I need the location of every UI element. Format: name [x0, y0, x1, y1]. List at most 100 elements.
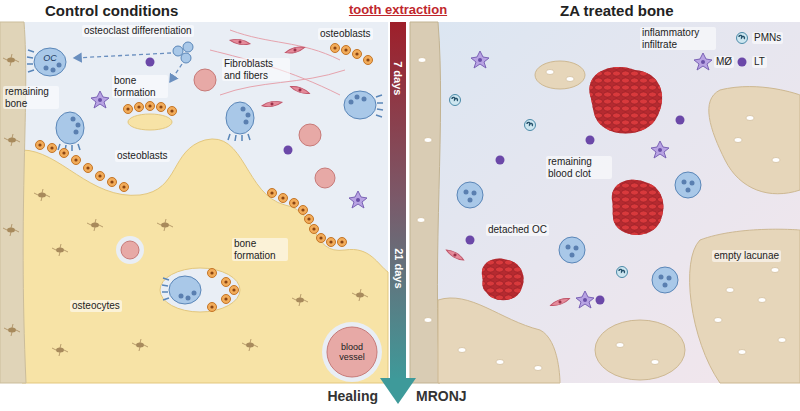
detached-osteoclast — [457, 182, 483, 208]
time-label: 21 days — [392, 248, 405, 288]
necrotic-bone — [709, 87, 800, 194]
blood-clot — [612, 180, 664, 235]
fibroblast — [445, 248, 465, 262]
detached-osteoclast — [675, 172, 701, 198]
blood-vessel — [299, 124, 321, 146]
tissue-label: remaining bone — [3, 86, 59, 109]
blood-clot — [589, 67, 662, 134]
osteoclast-precursor — [173, 46, 183, 56]
new-bone — [22, 139, 388, 383]
osteoblast — [222, 295, 231, 304]
necrotic-bone — [690, 229, 800, 383]
necrotic-bone — [535, 61, 585, 89]
empty-lacuna — [714, 318, 722, 323]
treated-panel: ZA treated bone — [410, 22, 800, 383]
osteocyte — [242, 339, 258, 351]
empty-lacuna — [566, 77, 574, 82]
cell-key: PMNs — [752, 32, 783, 44]
cell-key: LT — [752, 56, 767, 68]
osteoblast — [299, 206, 308, 215]
empty-lacuna — [734, 138, 742, 143]
resorption-cavity — [160, 268, 240, 312]
osteoblast — [310, 225, 319, 234]
process-label: osteoclast differentiation — [82, 25, 194, 37]
osteocyte — [352, 289, 368, 301]
osteocyte — [157, 219, 173, 231]
detached-osteoclast — [652, 267, 678, 293]
empty-lacuna — [746, 116, 754, 121]
cell-label: osteoblasts — [318, 28, 373, 40]
osteoblast — [331, 44, 340, 53]
osteoblast — [342, 46, 351, 55]
structure-label: empty lacunae — [712, 250, 781, 262]
osteoblast — [120, 183, 129, 192]
osteoclast-precursor — [181, 53, 191, 63]
empty-lacuna — [771, 268, 779, 273]
panel-ground — [410, 22, 800, 383]
empty-lacuna — [758, 298, 766, 303]
structure-label: remaining blood clot — [546, 156, 612, 179]
macrophage — [91, 91, 109, 108]
empty-lacuna — [726, 288, 734, 293]
fibroblast — [230, 38, 250, 46]
osteoblast — [208, 303, 217, 312]
osteoclast-precursor — [183, 42, 193, 52]
empty-lacuna — [458, 348, 466, 353]
osteocyte — [292, 294, 308, 306]
osteoclast — [162, 276, 201, 304]
empty-lacuna — [738, 350, 746, 355]
blood-clot — [482, 258, 524, 300]
differentiation-arrow — [74, 53, 171, 58]
empty-lacuna — [534, 366, 542, 371]
cell-label: detached OC — [486, 224, 549, 236]
lymphocyte-key — [738, 58, 747, 67]
neutrophil — [450, 95, 461, 106]
osteoblast — [146, 102, 155, 111]
empty-lacuna — [496, 360, 504, 365]
blood-clot-cells — [482, 258, 524, 300]
empty-lacuna — [616, 343, 624, 348]
blood-clot-cells — [612, 180, 664, 235]
osteoblast — [305, 215, 314, 224]
necrotic-bone — [595, 320, 685, 380]
osteoblast — [208, 269, 217, 278]
cell-key: MØ — [714, 56, 734, 68]
osteocyte — [34, 189, 50, 201]
collagen-fibers — [210, 30, 345, 95]
fibroblast — [285, 45, 305, 55]
lymphocyte — [586, 136, 595, 145]
macrophage — [651, 141, 669, 158]
time-arrowhead — [380, 378, 416, 404]
neutrophil — [617, 267, 628, 278]
blood-vessel — [194, 69, 216, 91]
osteoblast — [72, 156, 81, 165]
osteoblast — [317, 234, 326, 243]
osteoblast — [230, 286, 239, 295]
panel-title: ZA treated bone — [560, 2, 674, 19]
panel-ground — [0, 22, 388, 383]
osteoblast — [353, 50, 362, 59]
macrophage — [471, 51, 489, 68]
osteocyte — [4, 324, 20, 336]
empty-lacuna — [778, 338, 786, 343]
osteocyte — [3, 224, 19, 236]
osteoblast — [157, 103, 166, 112]
lymphocyte — [284, 146, 293, 155]
cell-label: osteocytes — [70, 300, 122, 312]
macrophage — [576, 291, 594, 308]
osteoblast — [290, 199, 299, 208]
osteoclast — [27, 48, 66, 76]
differentiation-arrow — [170, 64, 182, 82]
osteoblast — [108, 178, 117, 187]
osteoblast — [222, 278, 231, 287]
blood-clot-cells — [589, 67, 662, 134]
macrophage-key — [694, 53, 712, 70]
panel-title: Control conditions — [45, 2, 178, 19]
empty-lacuna — [546, 70, 554, 75]
osteoclast — [226, 102, 254, 141]
cell-label: Fibroblasts and fibers — [222, 58, 290, 81]
empty-lacuna — [418, 58, 426, 63]
empty-lacuna — [772, 158, 780, 163]
osteocyte — [132, 339, 148, 351]
lymphocyte — [676, 116, 685, 125]
